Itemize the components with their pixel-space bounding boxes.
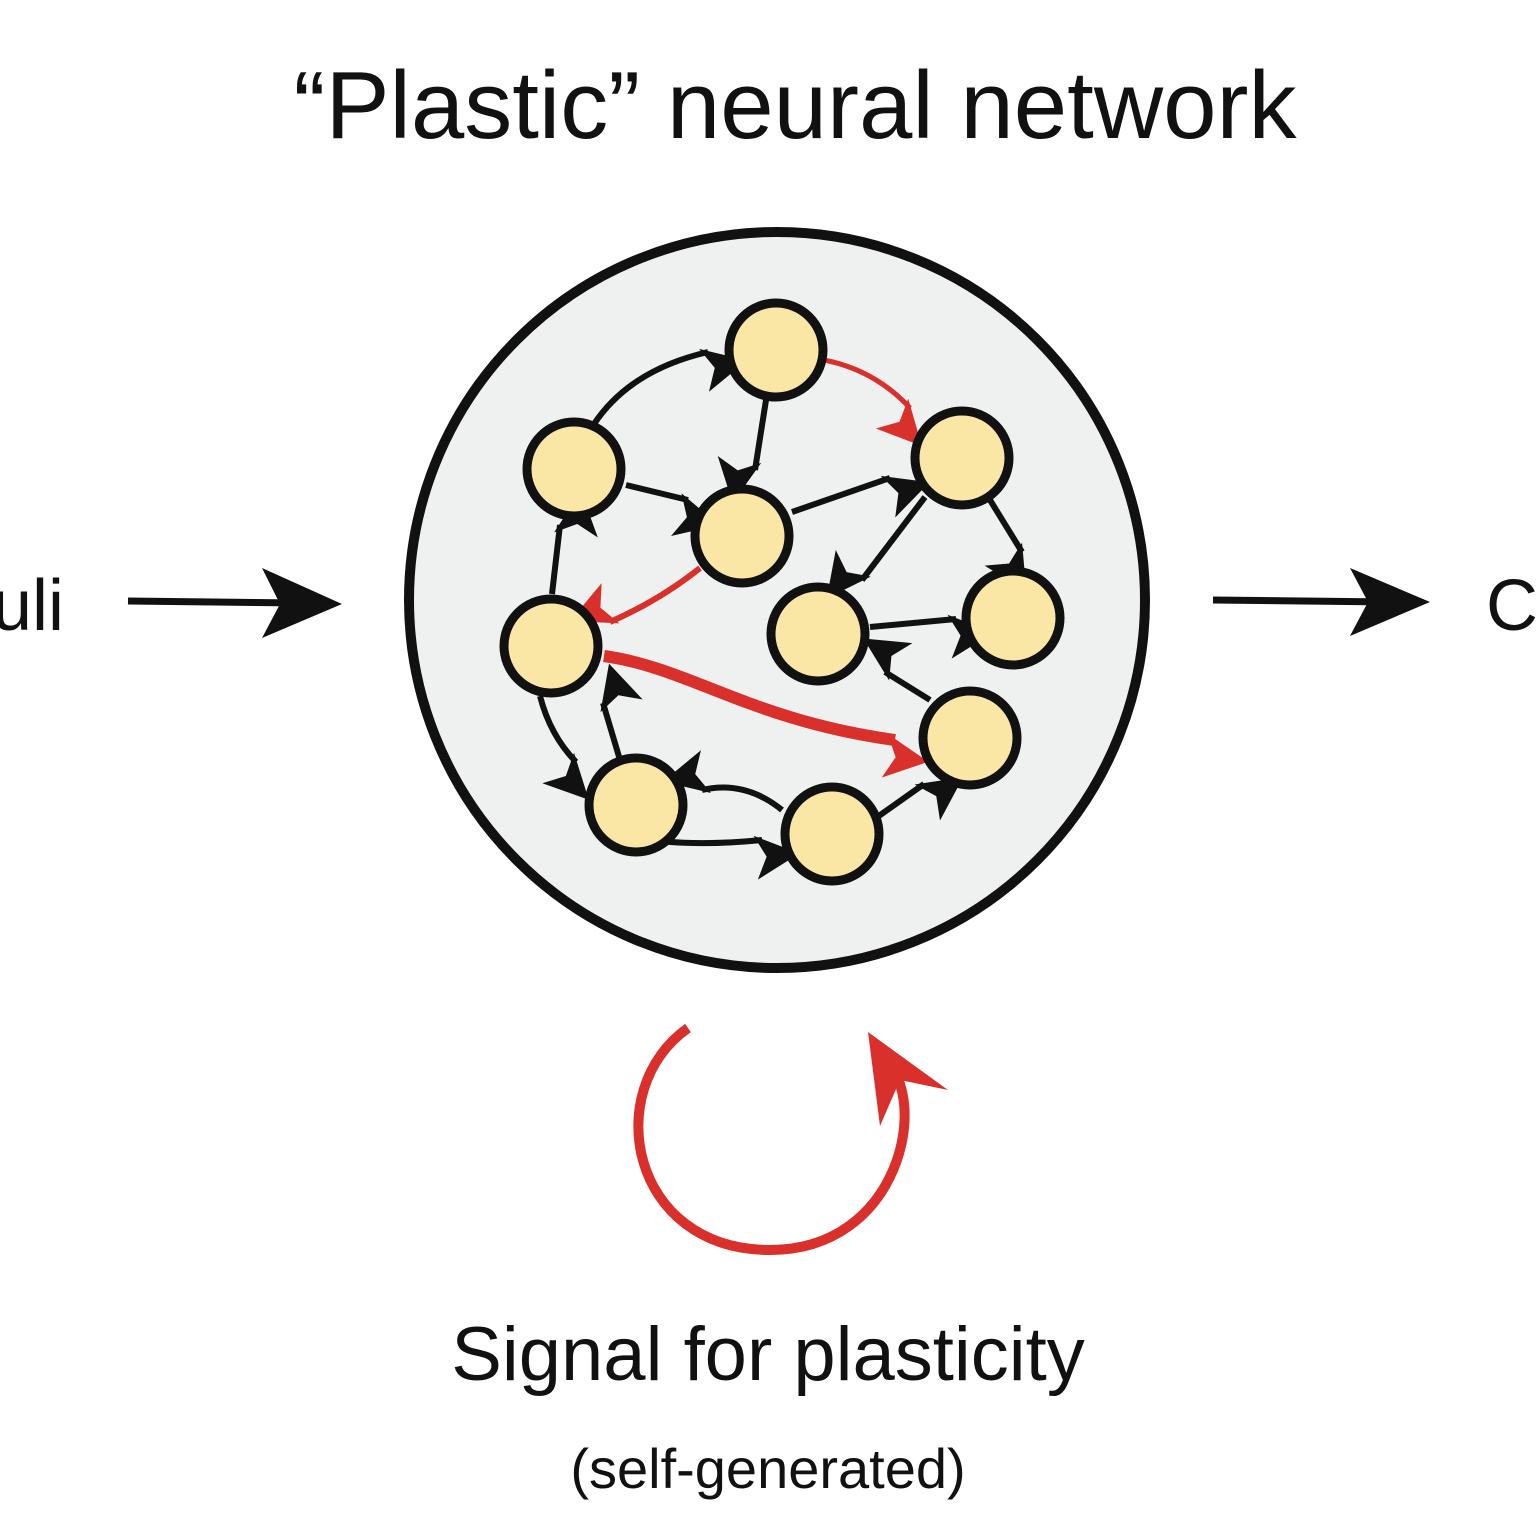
connection-arrow: [663, 750, 784, 813]
diagram-title: “Plastic” neural network: [293, 52, 1297, 159]
connection-arrow: [537, 695, 589, 800]
output-arrow: [1212, 568, 1430, 636]
input-arrow: [127, 568, 342, 638]
neuron-node: [910, 406, 1014, 510]
neuron-node: [780, 782, 884, 886]
plastic-connection-arrow: [823, 357, 922, 446]
connection-arrow: [826, 495, 928, 599]
neuron-node: [918, 686, 1022, 790]
connection-arrow: [549, 491, 598, 595]
neuron-node: [499, 594, 603, 698]
neuron-node: [766, 582, 870, 686]
output-label: C: [1486, 566, 1536, 646]
connection-arrow: [625, 482, 719, 537]
connection-arrow: [717, 399, 769, 503]
connection-arrow: [984, 498, 1027, 592]
neuron-node: [961, 566, 1065, 670]
neuron-node: [584, 753, 688, 857]
connection-arrow: [791, 475, 930, 518]
connection-arrow: [600, 663, 643, 761]
plastic-connection-arrow: [603, 650, 929, 778]
neuron-node: [522, 417, 626, 521]
connection-arrow: [591, 348, 747, 426]
plasticity-feedback-loop: [633, 1023, 948, 1256]
connection-arrow: [874, 777, 964, 821]
plastic-connection-arrow: [570, 565, 702, 625]
plasticity-signal-subcaption: (self-generated): [570, 1437, 965, 1500]
neuron-node: [724, 298, 828, 402]
plasticity-signal-caption: Signal for plasticity: [451, 1312, 1085, 1397]
connection-arrow: [863, 638, 932, 703]
neuron-node: [690, 484, 794, 588]
neurons: [499, 298, 1065, 886]
input-label: uli: [0, 566, 64, 646]
connection-arrow: [869, 614, 994, 659]
